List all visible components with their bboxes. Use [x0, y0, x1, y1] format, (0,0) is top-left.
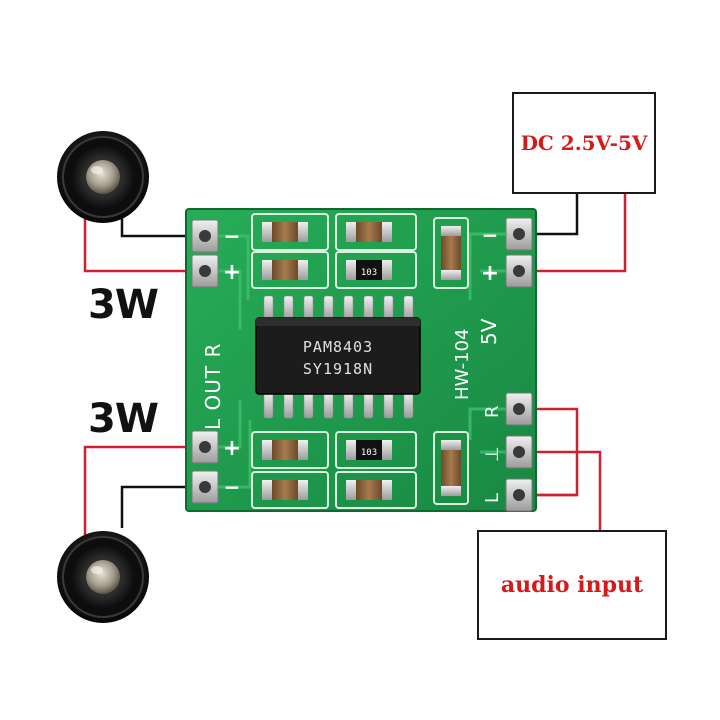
right-pin-minus: − [482, 223, 499, 247]
chip-marking-line1: PAM8403 [303, 338, 373, 356]
left-pin-plus-bottom: + [223, 436, 241, 461]
voltage-label: 5V [477, 318, 501, 345]
wattage-label-left-channel: 3W [88, 396, 159, 442]
right-capacitors [433, 217, 469, 505]
speaker-top [57, 131, 149, 223]
speaker-bottom [57, 531, 149, 623]
amplifier-board [185, 208, 537, 512]
wire-bottom-speaker-black [120, 485, 202, 528]
audio-input-label: audio input [500, 572, 644, 598]
wire-bottom-speaker-red [83, 445, 202, 546]
wires [83, 193, 627, 546]
chip-legs [263, 295, 414, 419]
power-supply-label: DC 2.5V-5V [520, 131, 648, 155]
power-supply-box: DC 2.5V-5V [512, 92, 656, 194]
right-pin-plus: + [481, 261, 499, 286]
left-pin-minus-top: − [224, 224, 241, 248]
right-pin-l: L [482, 493, 503, 503]
bottom-components [251, 431, 417, 509]
right-pin-ground: ⊥ [482, 446, 503, 462]
left-pin-minus-bottom: − [224, 475, 241, 499]
left-pin-plus-top: + [223, 260, 241, 285]
wire-power-black [518, 193, 579, 236]
left-pins [191, 219, 219, 504]
model-label: HW-104 [452, 329, 473, 400]
right-pins [505, 217, 533, 512]
audio-input-box: audio input [477, 530, 667, 640]
wire-top-speaker-red [83, 218, 202, 273]
resistor-code-top: 103 [361, 268, 377, 278]
top-components [251, 213, 417, 289]
chip-marking-line2: SY1918N [303, 360, 373, 378]
right-pin-r: R [482, 405, 503, 418]
wattage-label-right-channel: 3W [88, 282, 159, 328]
wire-audio-gnd [518, 450, 602, 530]
resistor-code-bottom: 103 [361, 448, 377, 458]
pam8403-chip [255, 317, 421, 395]
output-label: L OUT R [201, 343, 225, 430]
wire-power-red [518, 193, 627, 273]
board-traces [214, 232, 506, 489]
